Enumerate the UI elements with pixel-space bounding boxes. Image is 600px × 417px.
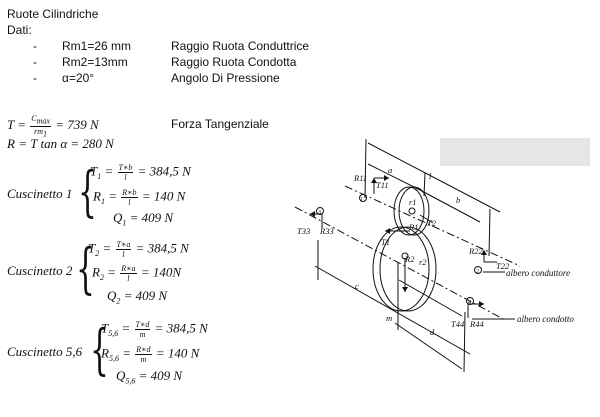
label-l: l <box>429 171 432 181</box>
albero-condotto-label: albero condotto <box>517 314 574 324</box>
bearing-2: 2 <box>476 269 479 275</box>
brace-icon: { <box>78 160 97 223</box>
label-T22: T22 <box>496 261 510 271</box>
label-T2: T2 <box>427 218 437 228</box>
dati-label: Dati: <box>7 23 32 37</box>
dati-desc: Raggio Ruota Conduttrice <box>171 39 310 53</box>
label-c: c <box>355 281 359 291</box>
dati-bullet: - <box>33 55 37 69</box>
radial-force-formula: R = T tan α = 280 N <box>7 136 114 151</box>
dati-value: Rm1=26 mm <box>62 39 132 53</box>
label-m: m <box>386 313 392 323</box>
dati-value: α=20° <box>62 71 95 85</box>
label-a: a <box>388 165 392 175</box>
tangential-force-formula: T = Cmax rm1 = 739 N <box>7 114 99 138</box>
label-R44: R44 <box>469 319 484 329</box>
diagram-smudge <box>440 138 590 166</box>
bearing-4: 4 <box>468 299 471 306</box>
tangential-force-desc: Forza Tangenziale <box>171 117 269 131</box>
dati-value: Rm2=13mm <box>62 55 128 69</box>
gear-shaft-diagram: a l b c m d R11 T11 r1 T2 T1 R1 R2 r2 T3… <box>294 138 590 373</box>
cuscinetto-label: Cuscinetto 1 <box>7 186 73 201</box>
formula-lhs: T = <box>7 117 27 133</box>
label-r1: r1 <box>409 197 417 207</box>
label-T33: T33 <box>297 226 310 236</box>
equation-row: Q5,6 = 409 N <box>116 368 183 386</box>
label-R1: R1 <box>408 222 418 232</box>
cuscinetto-label: Cuscinetto 2 <box>7 263 73 278</box>
bearing-1: 1 <box>360 197 363 203</box>
brace-icon: { <box>90 318 109 381</box>
dati-bullet: - <box>33 39 37 53</box>
formula-rhs: = 739 N <box>55 117 99 133</box>
label-T11: T11 <box>376 180 389 190</box>
label-R33: R33 <box>319 226 334 236</box>
label-T44: T44 <box>451 319 465 329</box>
label-b: b <box>456 195 460 205</box>
label-R2: R2 <box>404 254 415 264</box>
label-T1: T1 <box>381 237 390 247</box>
dati-desc: Angolo Di Pressione <box>171 71 280 85</box>
formula-fraction: Cmax rm1 <box>30 114 51 139</box>
equation-row: Q2 = 409 N <box>107 288 168 306</box>
dati-desc: Raggio Ruota Condotta <box>171 55 297 69</box>
label-R11: R11 <box>353 173 367 183</box>
dati-bullet: - <box>33 71 37 85</box>
label-r2: r2 <box>419 257 427 267</box>
albero-conduttore-label: albero conduttore <box>506 268 570 278</box>
brace-icon: { <box>76 237 95 300</box>
label-d: d <box>430 327 435 337</box>
cuscinetto-label: Cuscinetto 5,6 <box>7 344 83 359</box>
page-title: Ruote Cilindriche <box>7 7 99 21</box>
label-R22: R22 <box>468 246 483 256</box>
bearing-3: 3 <box>317 210 321 216</box>
equation-row: Q1 = 409 N <box>113 210 174 228</box>
